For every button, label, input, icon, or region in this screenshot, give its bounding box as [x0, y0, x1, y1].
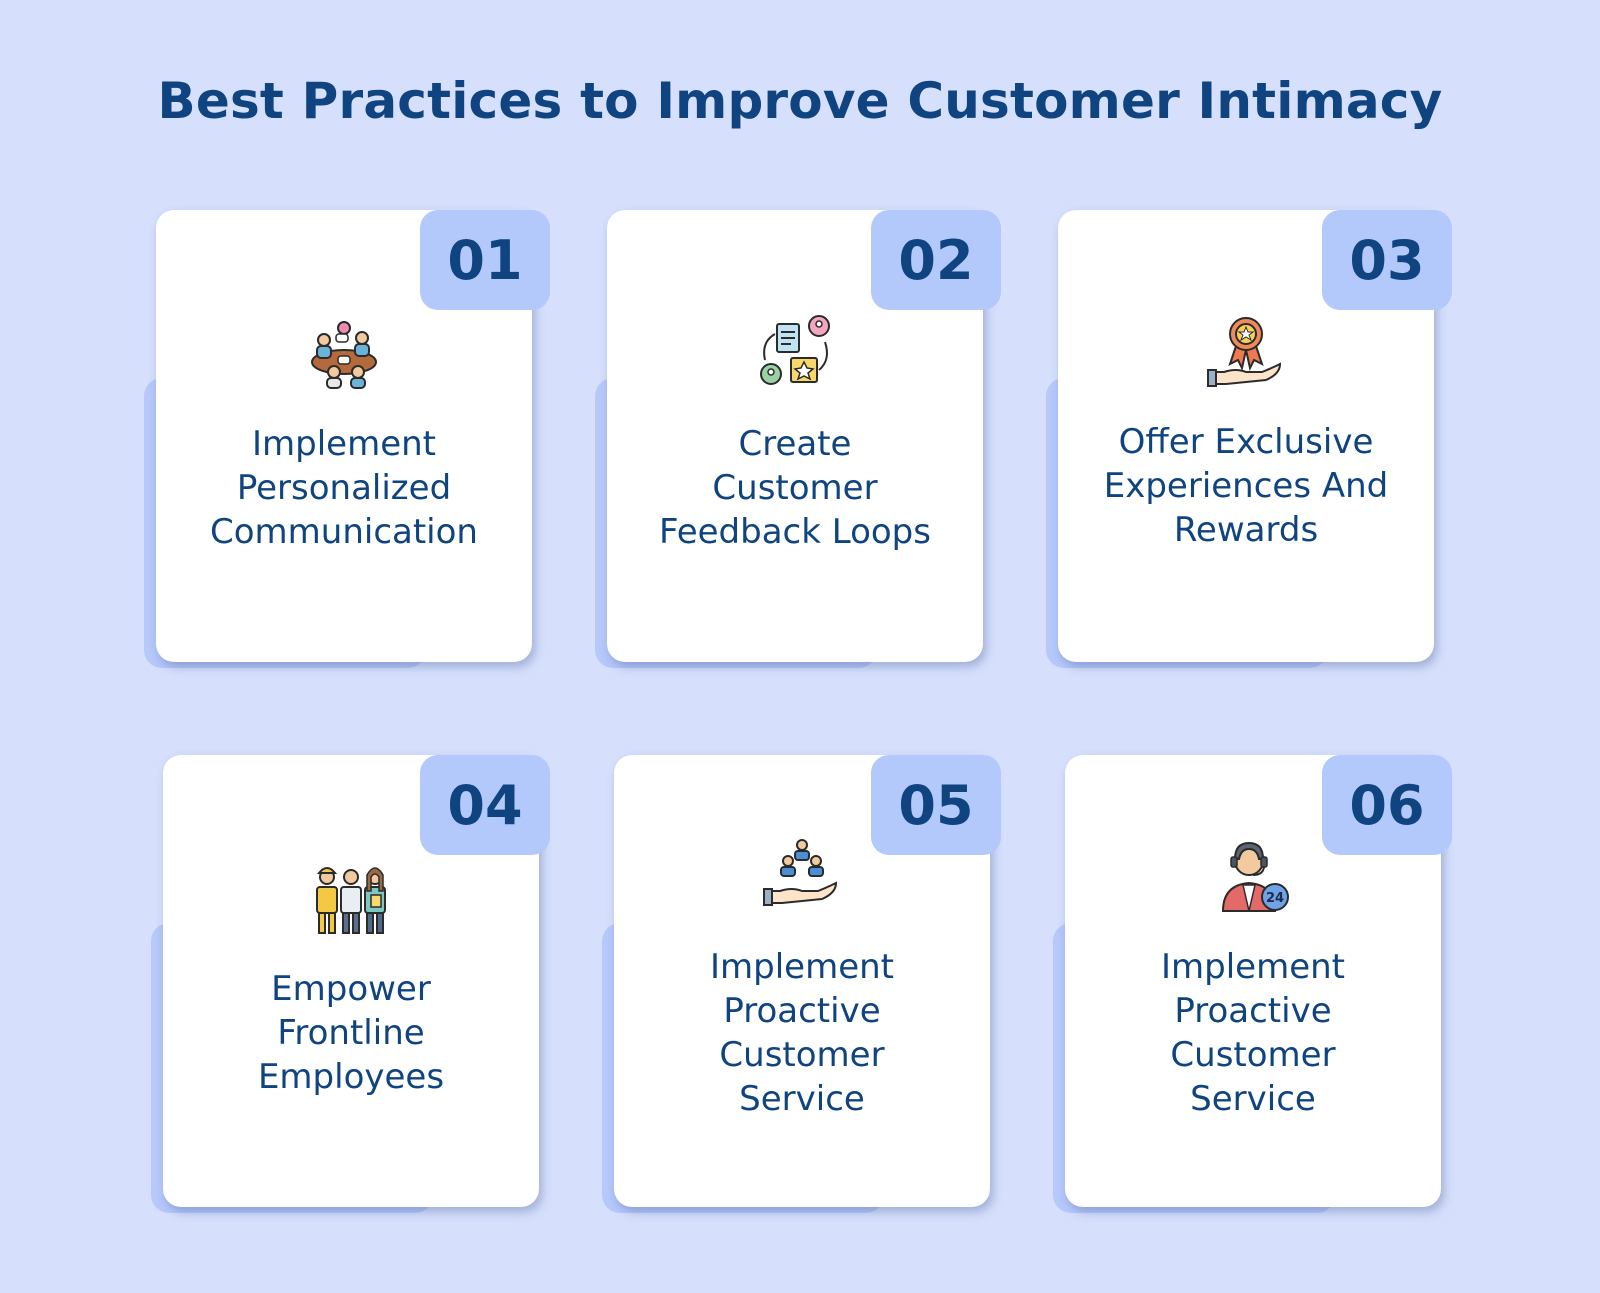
card-title: Offer Exclusive Experiences And Rewards — [1103, 422, 1389, 550]
card-number: 02 — [871, 210, 1001, 310]
feedback-loop-icon — [755, 312, 835, 392]
frontline-employees-icon — [311, 857, 391, 937]
hand-people-icon — [762, 835, 842, 915]
card-body: 24 Implement Proactive Customer Service — [1065, 755, 1441, 1207]
card-number: 03 — [1322, 210, 1452, 310]
practice-card-2: Create Customer Feedback Loops 02 — [595, 210, 1005, 670]
page-title: Best Practices to Improve Customer Intim… — [157, 72, 1443, 130]
practice-card-3: Offer Exclusive Experiences And Rewards … — [1046, 210, 1456, 670]
practice-card-6: 24 Implement Proactive Customer Service … — [1053, 755, 1463, 1215]
card-title: Implement Personalized Communication — [210, 424, 478, 552]
card-title: Empower Frontline Employees — [257, 969, 445, 1097]
card-number: 01 — [420, 210, 550, 310]
practice-card-1: Implement Personalized Communication 01 — [144, 210, 554, 670]
card-title: Create Customer Feedback Loops — [659, 424, 931, 552]
team-meeting-icon — [304, 312, 384, 392]
badge-24-text: 24 — [1266, 891, 1284, 906]
card-number: 06 — [1322, 755, 1452, 855]
card-title: Implement Proactive Customer Service — [709, 947, 894, 1119]
card-title: Implement Proactive Customer Service — [1160, 947, 1345, 1119]
support-agent-24-icon: 24 — [1213, 835, 1293, 915]
card-number: 05 — [871, 755, 1001, 855]
practice-card-5: Implement Proactive Customer Service 05 — [602, 755, 1012, 1215]
practice-card-4: Empower Frontline Employees 04 — [151, 755, 561, 1215]
award-hand-icon — [1206, 312, 1286, 392]
card-number: 04 — [420, 755, 550, 855]
